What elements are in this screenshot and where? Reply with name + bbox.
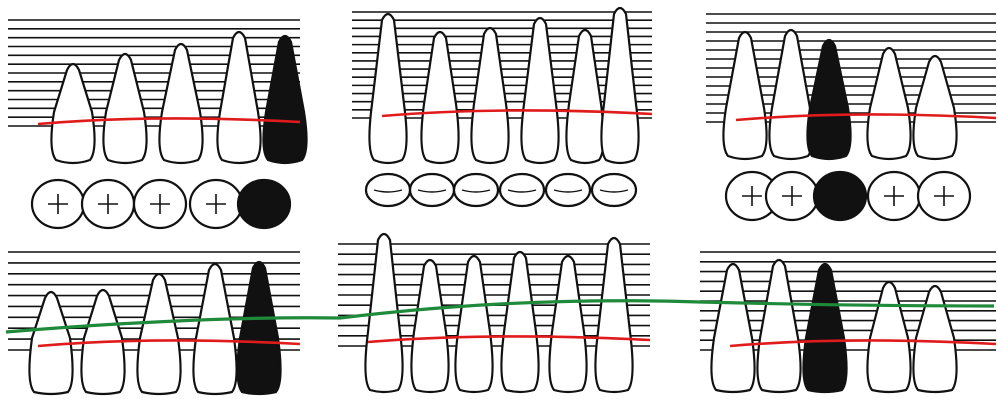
tooth — [601, 8, 638, 163]
occlusal-crown-incisor — [454, 174, 498, 206]
tooth — [521, 18, 558, 163]
tooth — [867, 48, 910, 159]
occlusal-left — [32, 180, 290, 228]
tooth — [159, 44, 202, 163]
occlusal-right — [726, 172, 970, 220]
tooth — [757, 260, 800, 392]
occlusal-crown-incisor — [546, 174, 590, 206]
tooth — [566, 30, 603, 163]
tooth — [501, 252, 538, 392]
occlusal-crown-incisor — [500, 174, 544, 206]
tooth — [913, 56, 956, 159]
occlusal-crown-filled — [238, 180, 290, 228]
teeth-lower-center — [365, 234, 632, 392]
occlusal-center — [366, 174, 636, 206]
tooth — [51, 64, 94, 163]
occlusal-crown-incisor — [366, 174, 410, 206]
teeth-lower-right — [711, 260, 956, 392]
tooth — [549, 256, 586, 392]
occlusal-view-layer — [32, 172, 970, 228]
tooth — [455, 256, 492, 392]
occlusal-crown-incisor — [592, 174, 636, 206]
tooth — [217, 32, 260, 163]
occlusal-crown-filled — [814, 172, 866, 220]
tooth — [421, 32, 458, 163]
teeth-upper-left — [51, 32, 306, 163]
tooth — [471, 28, 508, 163]
tooth — [193, 264, 236, 394]
tooth-filled — [803, 264, 846, 392]
occlusal-crown-incisor — [410, 174, 454, 206]
tooth — [723, 32, 766, 159]
tooth — [913, 286, 956, 392]
tooth-filled — [807, 40, 850, 159]
tooth-filled — [237, 262, 280, 394]
tooth — [411, 260, 448, 392]
tooth — [137, 274, 180, 394]
tooth — [711, 264, 754, 392]
tooth — [595, 238, 632, 392]
tooth — [103, 54, 146, 163]
tooth — [867, 282, 910, 392]
